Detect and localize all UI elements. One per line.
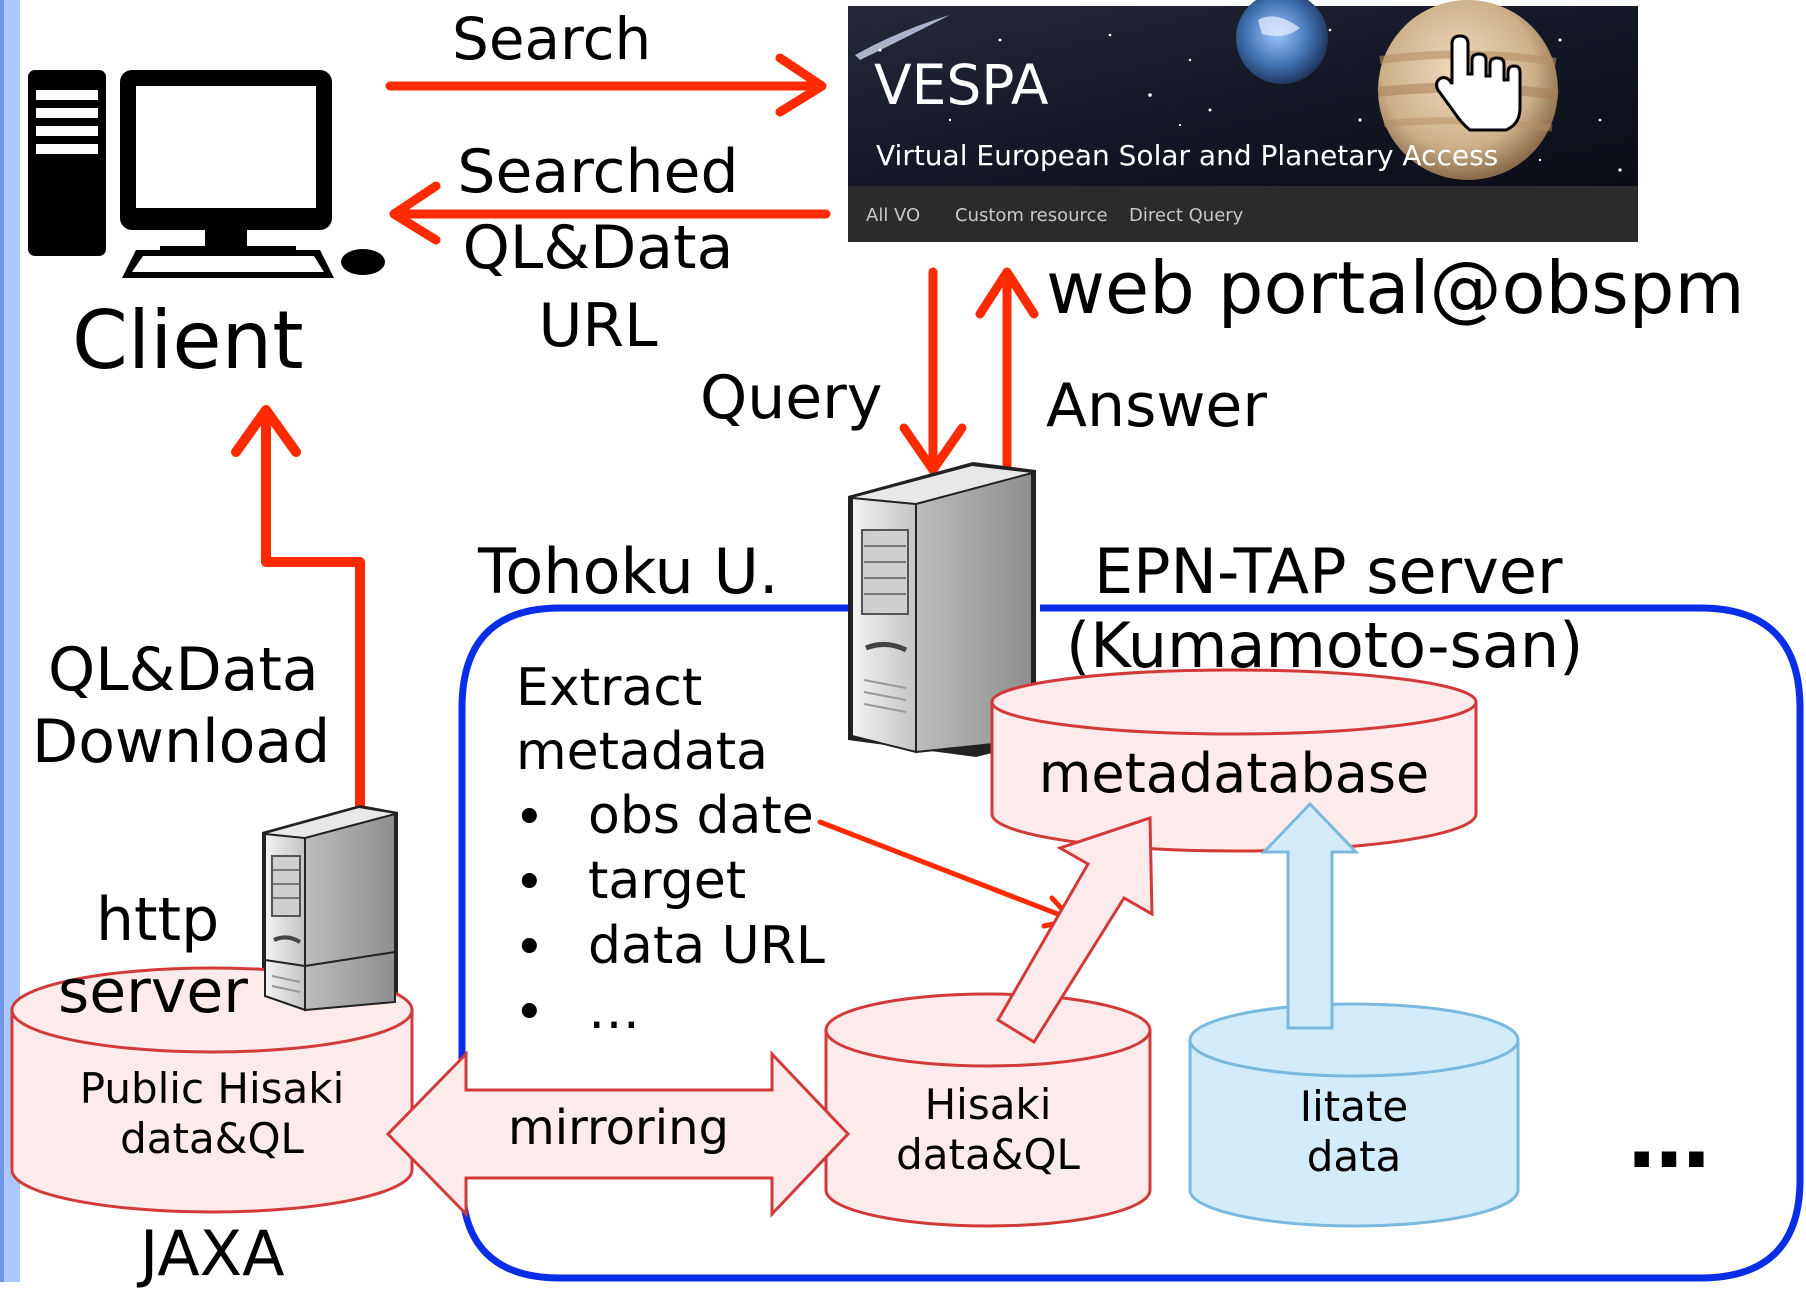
tohoku-boundary [458,604,1804,1282]
nav-item-all-vo[interactable]: All VO [866,205,920,226]
bullet-dot: • [514,853,545,913]
iitate-label-line1: Iitate [1299,1082,1409,1131]
comet-image [855,15,950,60]
public-hisaki-label-line2: data&QL [120,1114,304,1163]
metadatabase-label: metadatabase [1038,742,1430,805]
http-label-line1: http [96,885,220,955]
http-server-tower-icon [262,805,398,1015]
kumamoto-label: (Kumamoto-san) [1066,609,1584,682]
mirroring-label: mirroring [508,1100,729,1156]
bullet-dot: • [514,918,545,978]
server-tower-icon [848,462,1036,757]
download-arrow [231,405,365,815]
hisaki-label-line2: data&QL [896,1130,1080,1179]
query-label: Query [700,363,883,433]
iitate-cylinder [1188,1002,1520,1228]
hand-cursor-icon [1435,34,1522,132]
searched-label-line2: QL&Data [462,213,734,283]
web-portal-label: web portal@obspm [1046,246,1745,330]
vespa-portal-banner[interactable]: VESPA Virtual European Solar and Planeta… [848,0,1638,242]
searched-label-line1: Searched [457,137,739,207]
epn-tap-server-label: EPN-TAP server [1094,535,1563,608]
search-label: Search [452,5,652,73]
metadatabase-cylinder [990,668,1478,853]
extract-item-more: … [588,981,640,1041]
extract-item-data-url: data URL [588,916,825,976]
left-edge-line [0,0,4,1282]
vespa-subtitle: Virtual European Solar and Planetary Acc… [876,139,1498,172]
http-label-line2: server [58,957,248,1027]
more-databases-ellipsis: … [1628,1092,1710,1187]
public-hisaki-label-line1: Public Hisaki [79,1064,345,1113]
hisaki-label-line1: Hisaki [924,1080,1052,1129]
hisaki-to-metadatabase-arrow [995,815,1154,1045]
vespa-nav-bar [848,186,1638,242]
extract-heading-line2: metadata [516,722,769,782]
searched-arrow [389,181,831,245]
answer-arrow [975,267,1039,485]
extract-arrow [817,819,1075,929]
hisaki-cylinder [824,992,1152,1228]
extract-item-target: target [588,851,747,911]
nav-item-direct-query[interactable]: Direct Query [1129,205,1244,226]
extract-heading-line1: Extract [516,658,703,718]
searched-label-line3: URL [538,291,658,361]
http-server-overlay [264,950,396,1012]
desktop-computer-icon [28,70,385,278]
mirroring-arrow [385,1050,851,1218]
iitate-to-metadatabase-arrow [1260,801,1360,1030]
tohoku-label: Tohoku U. [478,535,779,608]
search-arrow [385,53,827,117]
left-edge-bar [0,0,20,1282]
iitate-label-line2: data [1306,1132,1402,1181]
bullet-dot: • [514,983,545,1043]
vespa-title: VESPA [874,53,1049,117]
extract-item-obs-date: obs date [588,786,814,846]
jaxa-label: JAXA [140,1217,285,1290]
nav-item-custom-resource[interactable]: Custom resource [955,205,1108,226]
answer-label: Answer [1046,371,1267,441]
download-label-line2: Download [32,707,331,777]
download-label-line1: QL&Data [48,635,319,705]
public-hisaki-cylinder [10,966,414,1214]
query-arrow [899,267,967,475]
client-label: Client [72,294,304,387]
bullet-dot: • [514,788,545,848]
